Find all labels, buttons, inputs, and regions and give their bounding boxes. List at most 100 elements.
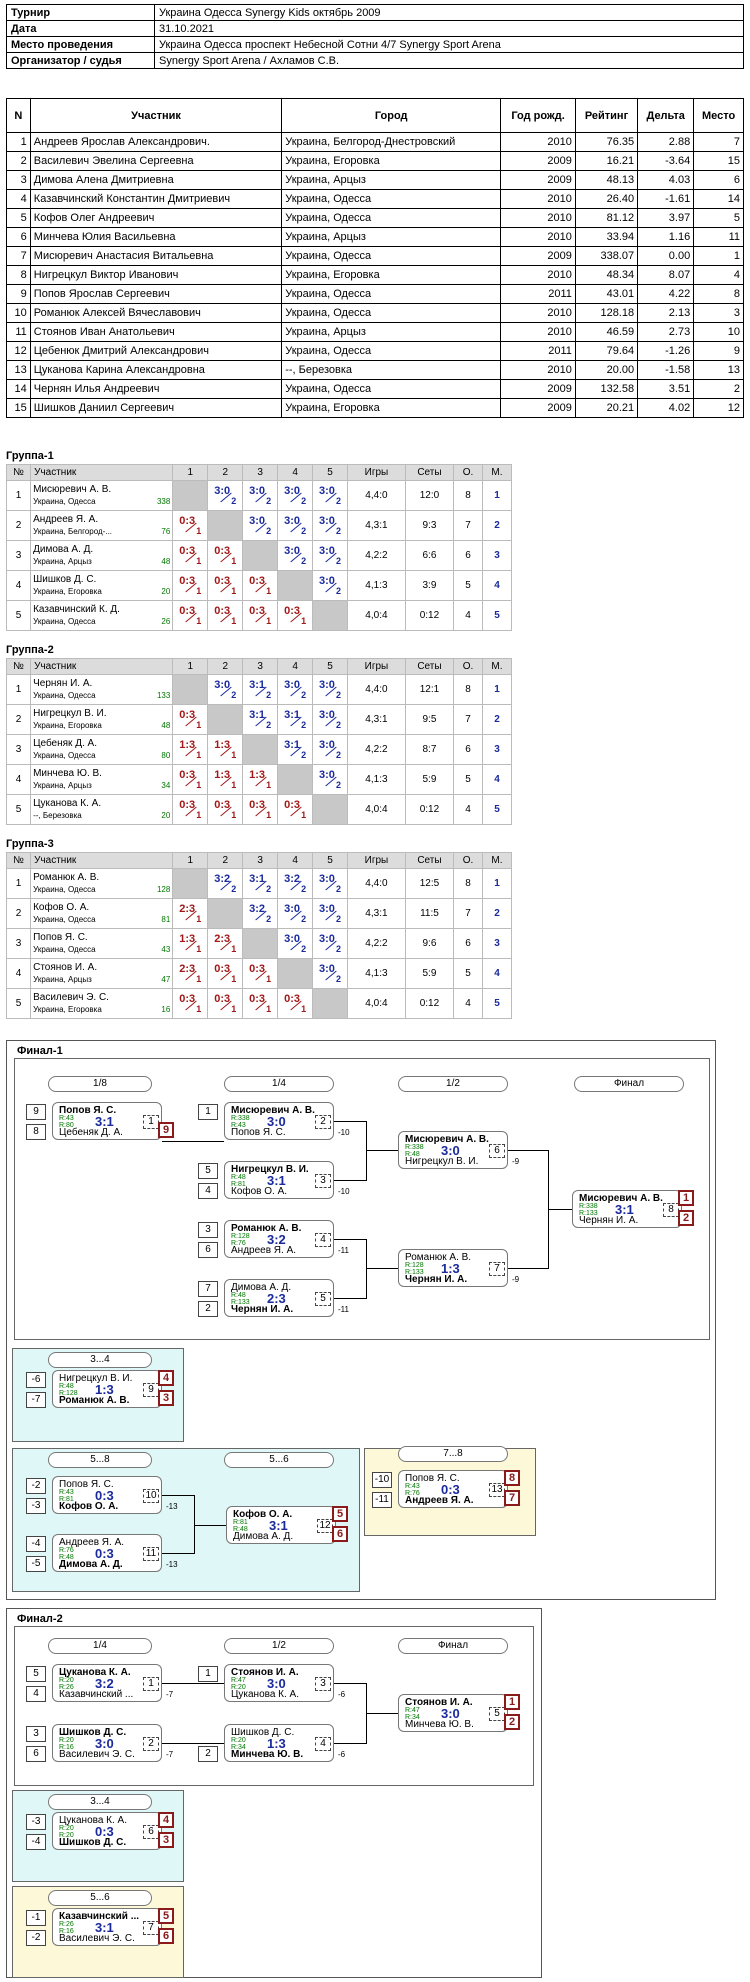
result-score: 2:3 [214, 933, 231, 945]
group-points: 5 [453, 958, 483, 989]
match-number: 3 [315, 1677, 331, 1691]
rating-b: R:16 [59, 1744, 74, 1751]
player-rating: 48 [161, 556, 171, 566]
result-points: 2 [301, 720, 307, 730]
result-score: 0:3 [284, 799, 300, 811]
group-games: 4,0:4 [347, 794, 406, 825]
result-points: 1 [266, 616, 272, 626]
group-points: 6 [453, 928, 483, 959]
result-score: 3:2 [284, 873, 300, 885]
seed-a: -1 [26, 1910, 46, 1926]
group-points: 4 [453, 794, 483, 825]
participant-cell: 14 [6, 379, 31, 399]
result-score: 3:1 [284, 739, 300, 751]
participant-cell: Украина, Одесса [281, 189, 502, 209]
group-diagonal-cell [277, 958, 314, 989]
group-column-header: Участник [30, 464, 174, 481]
result-score: 3:0 [319, 903, 335, 915]
match-score: 2:3 [267, 1291, 286, 1306]
participant-cell: 0.00 [637, 246, 695, 266]
place-b: 6 [158, 1928, 174, 1944]
participant-cell: 8 [6, 265, 31, 285]
group-row-number: 1 [5, 480, 32, 511]
group-sets: 0:12 [404, 988, 455, 1019]
participant-cell: 2.13 [637, 303, 695, 323]
player-city: --, Березовка [33, 810, 82, 820]
player-b: Казавчинский ... [59, 1689, 134, 1700]
participant-cell: 132.58 [574, 379, 639, 399]
match-number: 7 [489, 1262, 505, 1276]
loser-next: -6 [338, 1690, 346, 1699]
seed-a: 5 [198, 1163, 218, 1179]
player-a: Нигрецкул В. И. [231, 1164, 309, 1175]
result-score: 0:3 [214, 605, 231, 617]
participant-cell: 8 [693, 284, 744, 304]
match-score: 3:1 [615, 1202, 634, 1217]
bracket-line [334, 1239, 366, 1240]
rating-a: R:26 [59, 1921, 74, 1928]
group-points: 4 [453, 988, 483, 1019]
result-points: 2 [336, 974, 342, 984]
match-score: 3:1 [95, 1920, 114, 1935]
seed-a: -2 [26, 1478, 46, 1494]
group-sets: 8:7 [404, 734, 455, 765]
group-place: 1 [481, 480, 513, 511]
player-a: Цуканова К. А. [59, 1667, 131, 1678]
group-diagonal-cell [242, 734, 279, 765]
place-a: 1 [678, 1190, 694, 1206]
result-score: 3:0 [214, 485, 231, 497]
player-b: Попов Я. С. [231, 1127, 286, 1138]
participant-cell: Димова Алена Дмитриевна [29, 170, 283, 190]
participant-cell: 4.22 [637, 284, 695, 304]
result-points: 1 [231, 1004, 237, 1014]
player-b: Василевич Э. С. [59, 1749, 135, 1760]
group-column-header: Игры [347, 464, 406, 481]
player-city: Украина, Егоровка [33, 720, 102, 730]
group-sets: 5:9 [404, 958, 455, 989]
group-row-number: 4 [5, 958, 32, 989]
result-score: 0:3 [214, 963, 231, 975]
result-score: 3:0 [319, 545, 335, 557]
group-games: 4,1:3 [347, 570, 406, 601]
group-diagonal-cell [172, 868, 209, 899]
result-points: 1 [196, 810, 202, 820]
player-b: Чернян И. А. [405, 1274, 468, 1285]
result-score: 3:0 [284, 679, 300, 691]
result-points: 1 [196, 780, 202, 790]
round-header: 5...8 [48, 1452, 152, 1468]
result-points: 2 [231, 496, 237, 506]
participant-cell: 4 [693, 265, 744, 285]
participant-cell: 26.40 [574, 189, 639, 209]
bracket-line [508, 1150, 548, 1151]
round-header: 1/2 [224, 1638, 334, 1654]
result-score: 1:3 [249, 769, 266, 781]
